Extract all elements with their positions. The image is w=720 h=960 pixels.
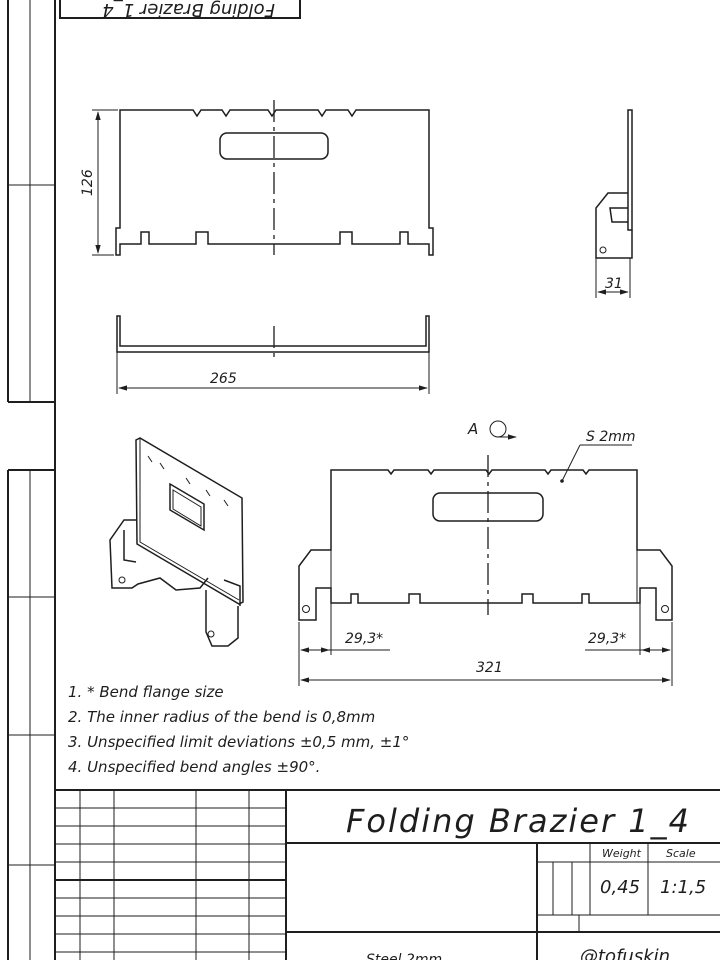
dim-height-label: 126 [80, 169, 96, 196]
notes: 1. * Bend flange size 2. The inner radiu… [68, 683, 409, 776]
dim-flange-right: 29,3* [588, 631, 626, 647]
note-1: 1. * Bend flange size [68, 683, 224, 701]
title-block: Folding Brazier 1_4 Weight Scale 0,45 1:… [55, 789, 720, 960]
title-text: Folding Brazier 1_4 [346, 802, 691, 840]
rotated-header-box: Folding Brazier 1_4 [59, 0, 301, 20]
thickness-label: S 2mm [586, 429, 636, 445]
dim-flange-left: 29,3* [345, 631, 383, 647]
note-2: 2. The inner radius of the bend is 0,8mm [68, 708, 375, 726]
scale-value: 1:1,5 [660, 877, 706, 898]
view-a-label: A [467, 420, 478, 438]
material-text: Steel 2mm [366, 952, 442, 960]
sheet-frame [7, 0, 56, 960]
flat-pattern: 29,3* 29,3* 321 A S 2mm [298, 420, 673, 686]
weight-label: Weight [602, 847, 642, 860]
bottom-view: 265 [116, 315, 430, 394]
note-3: 3. Unspecified limit deviations ±0,5 mm,… [68, 733, 409, 751]
author-text: @tofuskin [580, 946, 670, 960]
dim-flat-width: 321 [476, 660, 503, 676]
weight-value: 0,45 [600, 877, 640, 898]
side-view: 31 [595, 109, 633, 298]
scale-label: Scale [666, 847, 696, 860]
dim-width-label: 265 [210, 371, 237, 387]
note-4: 4. Unspecified bend angles ±90°. [68, 758, 320, 776]
isometric-view [109, 437, 244, 647]
front-view [115, 100, 434, 256]
dimension-126: 126 [80, 109, 118, 256]
dim-depth-label: 31 [605, 276, 623, 292]
rotated-header-text: Folding Brazier 1_4 [102, 0, 275, 20]
